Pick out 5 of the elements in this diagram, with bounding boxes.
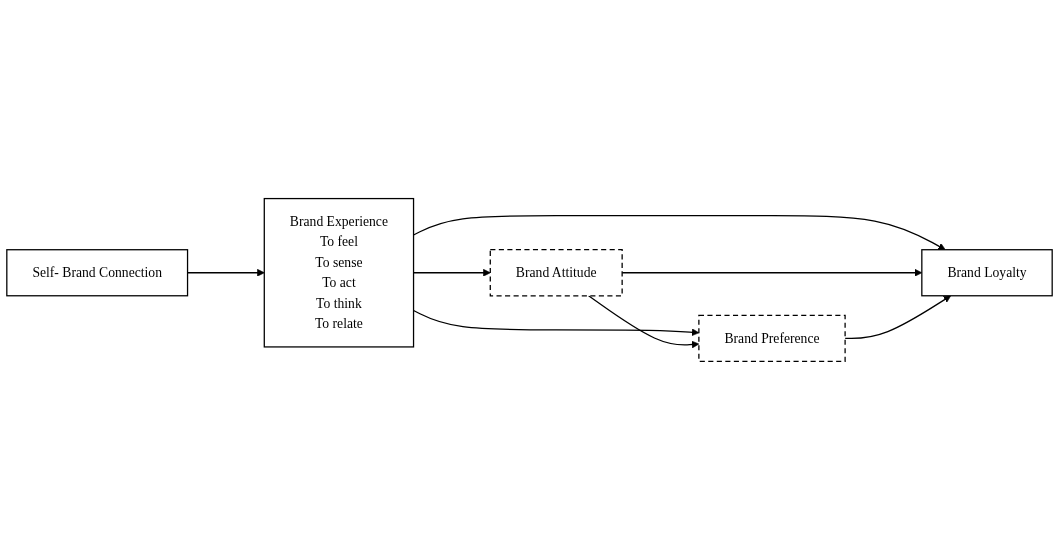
node-box: Brand Loyalty	[921, 249, 1053, 297]
node-box: Self- Brand Connection	[6, 249, 189, 297]
node-box: Brand Preference	[698, 314, 846, 363]
node-box: Brand Experience To feel To sense To act To think To relate	[263, 197, 415, 348]
node-box: Brand Attitude	[489, 249, 623, 297]
